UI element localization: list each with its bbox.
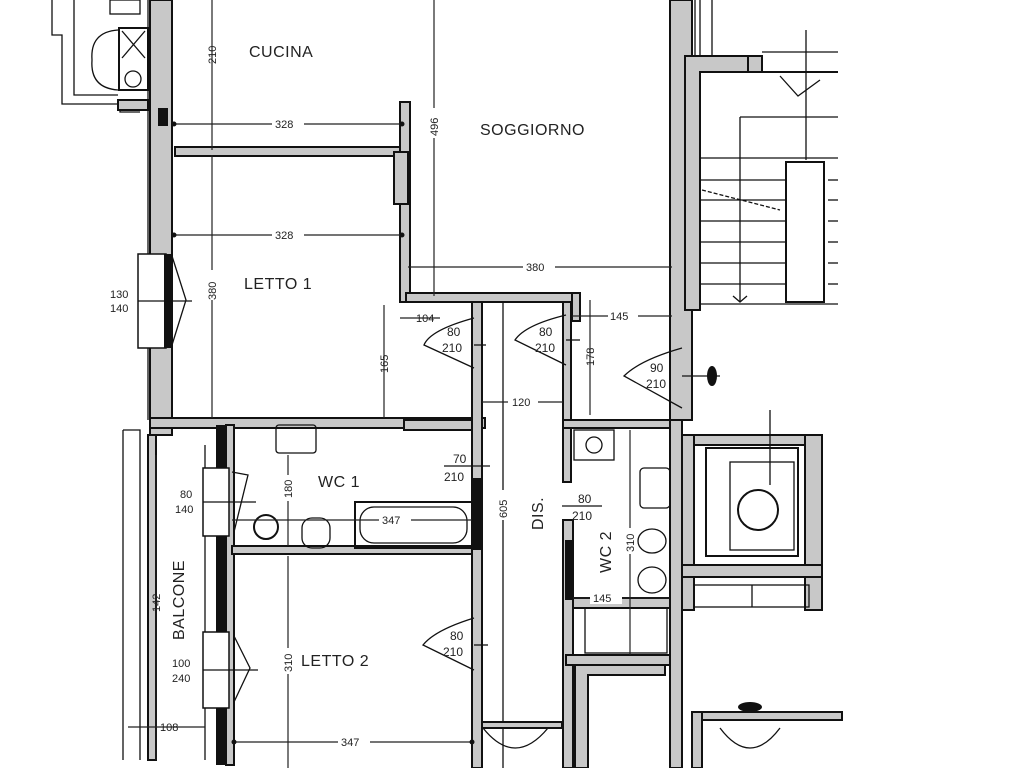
wc1-toilet [253,514,279,540]
dim-soggiorno-height: 496 [429,118,441,136]
wc1-bidet [301,517,331,549]
door-letto2 [421,617,488,671]
dim-letto1-height: 380 [207,282,219,300]
dim-hall-120: 120 [512,397,530,409]
wall-cucina-letto1 [174,146,404,157]
bottom-right-fixtures [481,702,843,768]
elevator-shaft [681,410,823,611]
wall-letto1-wc1 [149,417,486,429]
wall-soggiorno-hall [405,292,579,303]
door-wc2-height: 210 [572,509,592,523]
door-letto1-width: 80 [447,325,461,339]
dim-letto1-closet: 165 [379,355,391,373]
door-letto2-width: 80 [450,629,464,643]
balcone-width: 108 [160,722,178,734]
window-letto2 [202,631,258,709]
dim-cucina-width: 328 [275,119,293,131]
door-entry [622,347,720,409]
dim-hall-104: 104 [416,313,434,325]
window-wc1-height: 140 [175,504,193,516]
door-letto2-height: 210 [443,645,463,659]
dim-hall-178: 178 [585,348,597,366]
dim-wc1-height: 180 [283,480,295,498]
utility-closet [51,0,149,113]
window-letto1-height: 140 [110,303,128,315]
room-wc1: WC 1 [318,474,360,491]
wc1-bathtub [354,501,473,549]
window-letto1 [137,253,192,349]
door-letto1-height: 210 [442,341,462,355]
door-wc1-width: 70 [453,452,467,466]
door-wc2-width: 80 [578,492,592,506]
wc2-boiler [573,429,615,461]
room-letto1: LETTO 1 [244,276,312,293]
door-wc1-height: 210 [444,470,464,484]
wc2-sink [639,467,671,509]
window-letto2-height: 240 [172,673,190,685]
dim-letto2-height: 310 [283,654,295,672]
dim-soggiorno-width: 380 [526,262,544,274]
dim-hall-145: 145 [610,311,628,323]
room-letto2: LETTO 2 [301,653,369,670]
room-balcone: BALCONE [171,560,188,640]
wc2-toilet [637,566,667,594]
balcone-length: 142 [151,594,163,612]
door-entry-height: 210 [646,377,666,391]
window-wc1-width: 80 [180,489,192,501]
window-letto2-width: 100 [172,658,190,670]
window-letto1-width: 130 [110,289,128,301]
room-cucina: CUCINA [249,44,313,61]
room-wc2: WC 2 [598,531,615,573]
door-dis [514,314,580,366]
door-entry-width: 90 [650,361,664,375]
wall-left-upper [149,0,173,436]
dim-wc2-height: 310 [625,534,637,552]
window-wc1 [202,467,256,537]
wc2-bidet [637,528,667,554]
room-dis: DIS. [530,497,547,530]
dim-cucina-height: 210 [207,46,219,64]
stairwell [684,30,838,311]
door-letto1 [423,317,486,369]
room-soggiorno: SOGGIORNO [480,122,585,139]
dim-letto2-width: 347 [341,737,359,749]
door-dis-width: 80 [539,325,553,339]
dim-wc1-width: 347 [382,515,400,527]
dim-dis-length: 605 [498,500,510,518]
dim-letto1-width: 328 [275,230,293,242]
dim-wc2-width: 145 [593,593,611,605]
wall-dis-right [562,301,572,483]
door-dis-height: 210 [535,341,555,355]
wc1-sink [275,424,317,454]
